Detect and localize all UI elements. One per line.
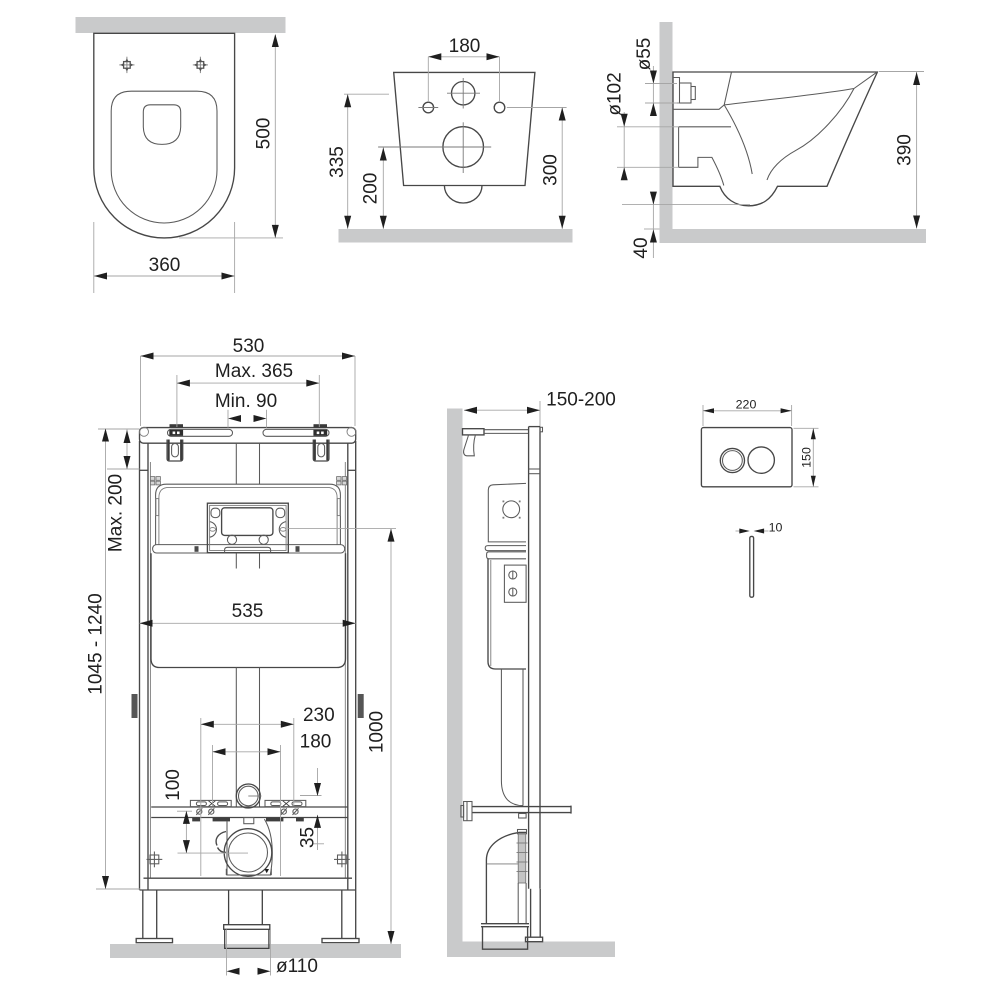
svg-text:360: 360 <box>149 255 181 276</box>
svg-text:40: 40 <box>631 237 652 258</box>
svg-text:230: 230 <box>303 705 335 726</box>
svg-text:Min. 90: Min. 90 <box>215 391 277 412</box>
svg-text:ø110: ø110 <box>276 956 318 977</box>
svg-text:200: 200 <box>361 173 382 205</box>
svg-text:390: 390 <box>895 134 916 166</box>
svg-text:180: 180 <box>449 36 481 57</box>
svg-text:Max. 200: Max. 200 <box>106 474 127 552</box>
svg-text:150: 150 <box>799 447 813 468</box>
svg-text:150-200: 150-200 <box>546 390 616 411</box>
svg-text:535: 535 <box>232 601 264 622</box>
svg-text:100: 100 <box>163 769 184 801</box>
svg-text:220: 220 <box>736 398 757 412</box>
svg-text:300: 300 <box>541 154 562 186</box>
svg-text:Max. 365: Max. 365 <box>215 361 293 382</box>
svg-text:1045 - 1240: 1045 - 1240 <box>86 593 107 694</box>
svg-text:35: 35 <box>298 827 319 848</box>
svg-text:335: 335 <box>327 146 348 178</box>
svg-text:500: 500 <box>254 118 275 150</box>
svg-text:ø102: ø102 <box>605 72 626 115</box>
svg-text:1000: 1000 <box>367 711 388 753</box>
svg-text:ø55: ø55 <box>634 38 655 71</box>
svg-text:10: 10 <box>769 521 783 535</box>
svg-text:530: 530 <box>233 336 265 357</box>
svg-text:180: 180 <box>300 732 332 753</box>
